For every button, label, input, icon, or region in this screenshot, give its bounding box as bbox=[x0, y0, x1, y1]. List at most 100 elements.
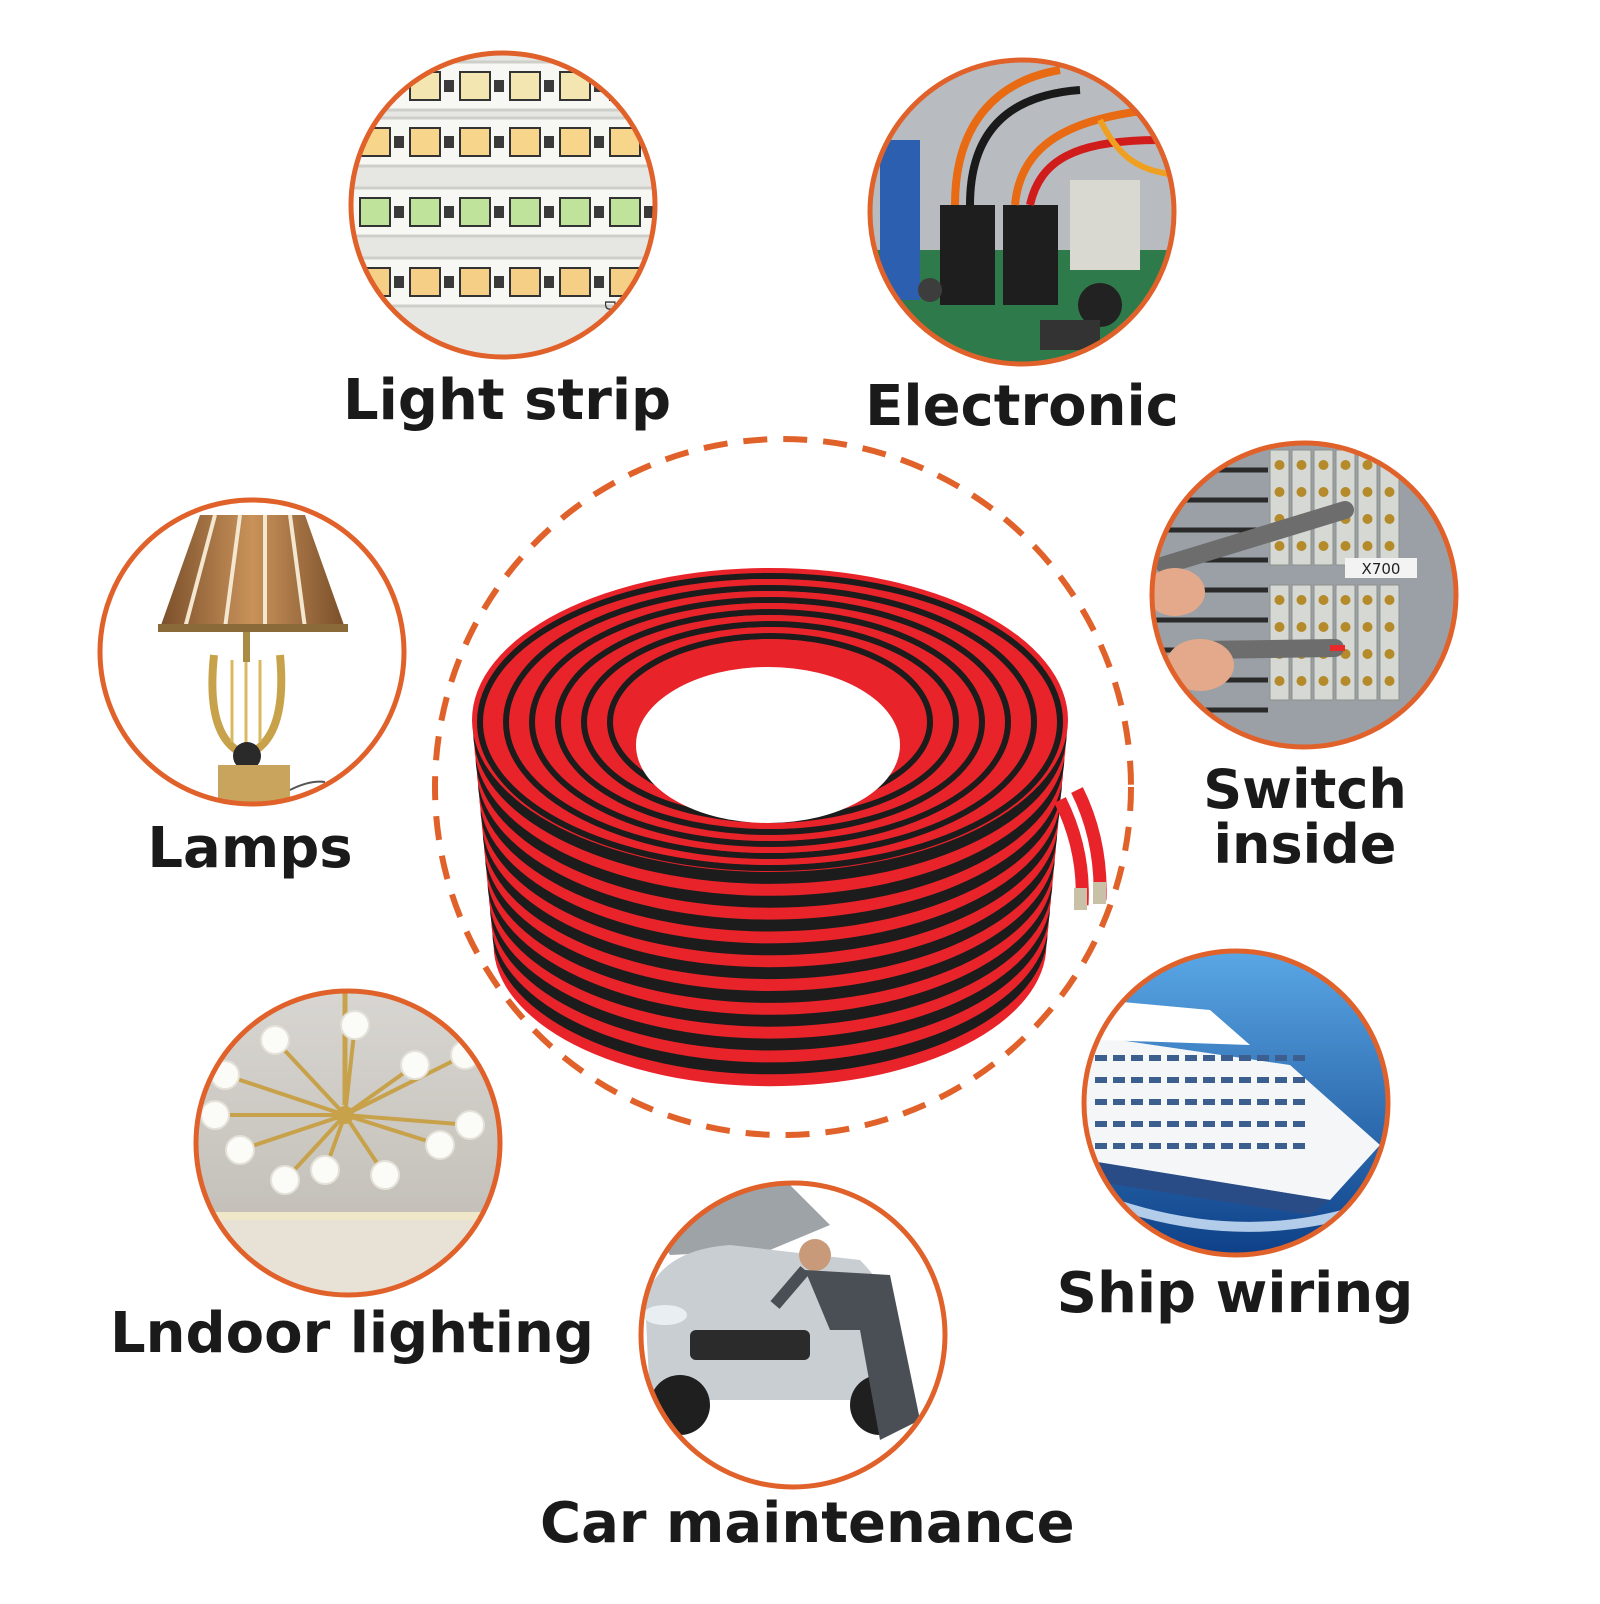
led-chip bbox=[359, 197, 391, 227]
led-chip bbox=[509, 197, 541, 227]
coil-ring bbox=[529, 597, 1011, 847]
chandelier-hub bbox=[336, 1106, 354, 1124]
chandelier-arm bbox=[344, 1113, 441, 1147]
led-resistor bbox=[394, 206, 404, 218]
led-resistor bbox=[544, 276, 554, 288]
terminal-screw bbox=[1274, 460, 1285, 470]
led-resistor bbox=[594, 206, 604, 218]
led-chip bbox=[509, 267, 541, 297]
label-switch-inside: Switch inside bbox=[1175, 762, 1435, 872]
ship-window bbox=[1095, 1099, 1107, 1105]
label-car-maintenance: Car maintenance bbox=[540, 1491, 1075, 1556]
terminal-screw bbox=[1296, 541, 1307, 551]
terminal-screw bbox=[1340, 487, 1351, 497]
terminal-slot bbox=[1357, 584, 1378, 701]
ship-window bbox=[1185, 1077, 1197, 1083]
terminal-screw bbox=[1296, 460, 1307, 470]
ship-window bbox=[1203, 1077, 1215, 1083]
terminal-screw bbox=[1340, 541, 1351, 551]
ship-window bbox=[1293, 1121, 1305, 1127]
ship-window bbox=[1293, 1055, 1305, 1061]
label-ship-wiring: Ship wiring bbox=[1056, 1261, 1414, 1326]
ship-window bbox=[1203, 1143, 1215, 1149]
led-resistor bbox=[494, 136, 504, 148]
ship-window bbox=[1221, 1077, 1233, 1083]
coil-ring bbox=[477, 573, 1063, 871]
terminal-slot bbox=[1379, 584, 1400, 701]
coil-ring bbox=[503, 585, 1037, 859]
label-switch-line-1: Switch bbox=[1203, 758, 1407, 821]
ship-window bbox=[1095, 1143, 1107, 1149]
coil-ring bbox=[516, 591, 1024, 853]
terminal-screw bbox=[1362, 649, 1373, 659]
led-resistor bbox=[644, 276, 653, 288]
led-chip bbox=[559, 267, 591, 297]
ship-window bbox=[1275, 1121, 1287, 1127]
led-chip bbox=[509, 127, 541, 157]
ship-window bbox=[1149, 1121, 1161, 1127]
terminal-screw bbox=[1362, 487, 1373, 497]
led-resistor bbox=[394, 276, 404, 288]
ship-window bbox=[1185, 1143, 1197, 1149]
ship-window bbox=[1275, 1143, 1287, 1149]
ship-window bbox=[1257, 1143, 1269, 1149]
cruise-ship-photo bbox=[1081, 948, 1391, 1258]
ship-window bbox=[1239, 1143, 1251, 1149]
led-chip bbox=[409, 267, 441, 297]
terminal-screw bbox=[1384, 622, 1395, 632]
terminal-screw bbox=[1362, 514, 1373, 524]
terminal-screw bbox=[1340, 595, 1351, 605]
ship-window bbox=[1293, 1143, 1305, 1149]
label-switch-line-2: inside bbox=[1213, 813, 1397, 877]
coil-ring bbox=[568, 615, 972, 829]
ship-window bbox=[1149, 1077, 1161, 1083]
terminal-screw bbox=[1362, 595, 1373, 605]
red-black-cable-coil bbox=[472, 568, 1107, 1087]
led-chip bbox=[359, 71, 391, 101]
circuit-board-photo bbox=[867, 57, 1177, 367]
led-chip bbox=[459, 197, 491, 227]
ship-window bbox=[1239, 1121, 1251, 1127]
ship-window bbox=[1095, 1121, 1107, 1127]
led-chip bbox=[459, 267, 491, 297]
led-chip bbox=[509, 71, 541, 101]
terminal-screw bbox=[1318, 487, 1329, 497]
ship-window bbox=[1221, 1055, 1233, 1061]
ship-window bbox=[1149, 1055, 1161, 1061]
ship-window bbox=[1113, 1099, 1125, 1105]
ship-window bbox=[1167, 1099, 1179, 1105]
led-resistor bbox=[444, 276, 454, 288]
terminal-screw bbox=[1340, 676, 1351, 686]
ship-window bbox=[1275, 1099, 1287, 1105]
led-chip bbox=[559, 197, 591, 227]
ship-window bbox=[1167, 1143, 1179, 1149]
terminal-screw bbox=[1318, 595, 1329, 605]
terminal-screw bbox=[1340, 622, 1351, 632]
chandelier-arm bbox=[239, 1113, 346, 1152]
ship-window bbox=[1113, 1121, 1125, 1127]
terminal-screw bbox=[1384, 487, 1395, 497]
led-resistor bbox=[494, 276, 504, 288]
ship-window bbox=[1203, 1055, 1215, 1061]
terminal-screw bbox=[1274, 676, 1285, 686]
label-indoor-lighting: Lndoor lighting bbox=[110, 1301, 594, 1366]
ship-window bbox=[1149, 1099, 1161, 1105]
led-resistor bbox=[544, 206, 554, 218]
terminal-screw bbox=[1318, 622, 1329, 632]
coil-ring bbox=[555, 609, 985, 835]
ship-window bbox=[1131, 1077, 1143, 1083]
terminal-screw bbox=[1384, 649, 1395, 659]
chandelier-arm bbox=[343, 1024, 357, 1116]
ship-window bbox=[1203, 1121, 1215, 1127]
terminal-screw bbox=[1340, 460, 1351, 470]
terminal-screw bbox=[1384, 595, 1395, 605]
ship-window bbox=[1275, 1077, 1287, 1083]
terminal-screw bbox=[1274, 595, 1285, 605]
chandelier-arm bbox=[344, 1113, 471, 1127]
ship-window bbox=[1257, 1121, 1269, 1127]
led-resistor bbox=[594, 136, 604, 148]
label-lamps: Lamps bbox=[147, 816, 353, 881]
ship-window bbox=[1221, 1143, 1233, 1149]
ship-window bbox=[1113, 1055, 1125, 1061]
chandelier-globe bbox=[400, 1050, 430, 1080]
